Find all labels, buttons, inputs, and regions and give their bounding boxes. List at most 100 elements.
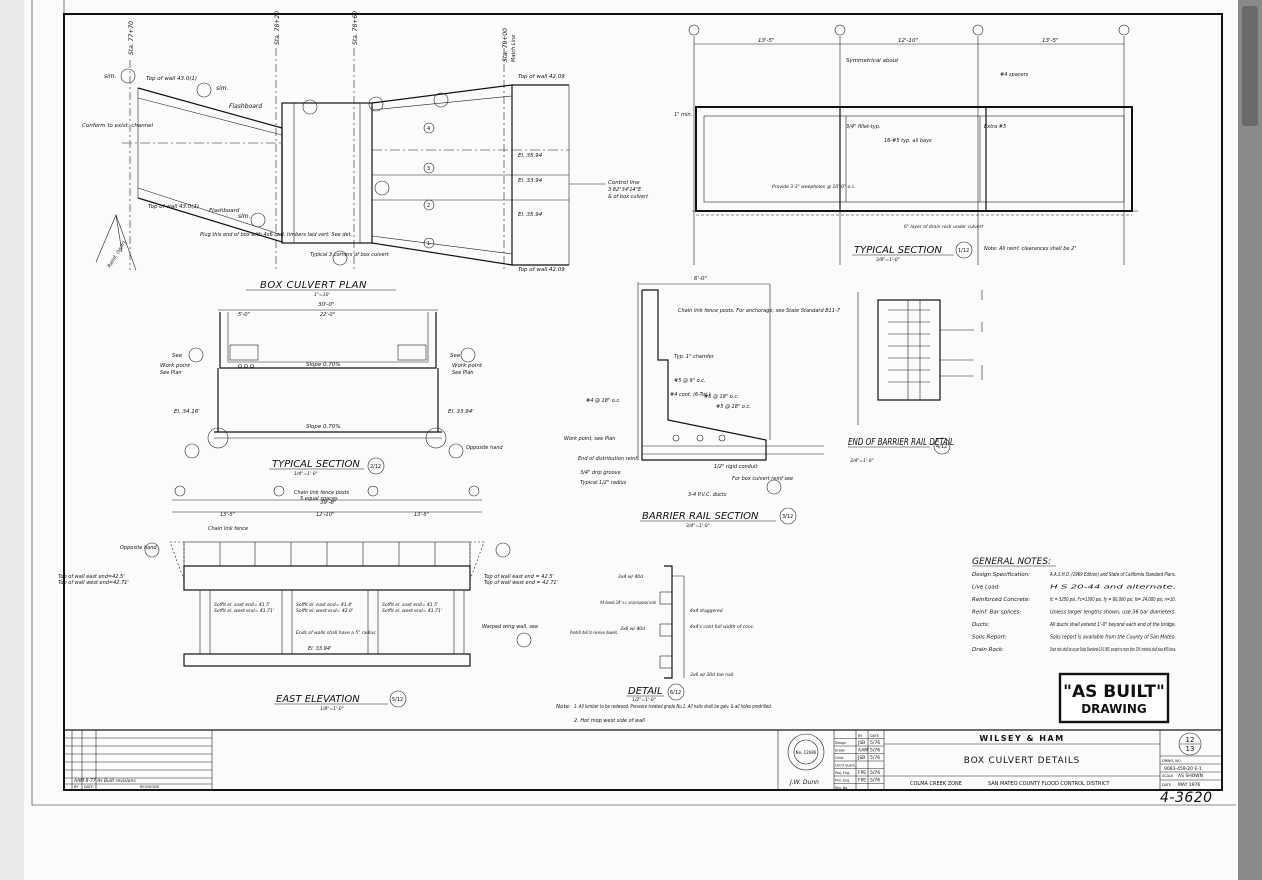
engineering-drawing: Sta. 77+70 Sta. 78+20 Sta. 78+60 Sta. 79… [31, 0, 1236, 806]
zone-label: COLMA CREEK ZONE [910, 781, 962, 787]
see-plan-right-label: See Plan [452, 370, 474, 376]
barrier-rail-scale: 3/4"=1'-0" [686, 523, 710, 529]
sim-label-top: sim. [104, 73, 117, 80]
general-note-label: Live Load: [972, 585, 1000, 591]
drip-groove-label: 3/4" drip groove [580, 470, 621, 476]
general-notes-title: GENERAL NOTES: [972, 557, 1051, 567]
date-header: DATE [870, 734, 879, 738]
barrier-rail-callout [779, 507, 797, 525]
slope-bottom-label: Slope 0.70% [306, 424, 340, 430]
top-wall-west-left-label: Top of wall west end=42.71' [58, 580, 129, 586]
symmetrical-about-label: Symmetrical about [846, 58, 899, 64]
by-header: BY [858, 734, 863, 738]
typical-section-left-main-dim: 22'-0" [320, 312, 335, 318]
east-elevation-overall-dim: 39'-8" [320, 500, 337, 506]
station-label-4: Sta. 79+00 [502, 28, 509, 62]
elevation-left-label: El. 34.16' [174, 409, 200, 415]
seal-number: No. 12686 [796, 750, 817, 755]
box-culvert-plan-scale: 1"=10' [314, 292, 330, 298]
general-notes-block: GENERAL NOTES: Design Specification:A.A.… [972, 557, 1176, 653]
opposite-hand-label-east: Opposite hand [120, 545, 157, 551]
elevation-label-2: El. 33.94 [518, 178, 543, 184]
sim-label-top2: sim. [216, 85, 229, 92]
revision-entry: AAM 8-77 As Built revisions [73, 778, 136, 784]
opposite-hand-label: Opposite hand [466, 445, 503, 451]
general-note-label: Ducts: [972, 622, 990, 628]
warped-wing-wall-note: Warped wing wall, see [482, 624, 538, 630]
revision-header: REVISIONS [140, 785, 160, 789]
min-clear-label: 1" min. [674, 112, 692, 118]
role-label: Chkd. [835, 756, 844, 760]
east-elevation-view: 39'-8" 13'-5" 12'-10" 13'-5" Chain link … [58, 485, 558, 712]
role-by: JSB [857, 755, 865, 761]
role-date: 5/76 [870, 778, 880, 784]
file-number: 4-3620 [1160, 790, 1213, 806]
detail-note-1: 1. All lumber to be redwood. Pressure tr… [574, 704, 772, 710]
role-label: Chk'd Quant. [835, 764, 856, 768]
sheet-total: 13 [1186, 745, 1195, 753]
soffit-1-east: Soffit el. east end= 41.5' [214, 602, 270, 608]
end-barrier-rail-view: END OF BARRIER RAIL DETAIL 4/12 3/4"=1'-… [848, 290, 983, 464]
scrollbar-thumb[interactable] [1242, 6, 1258, 126]
ends-of-walls-note: Ends of walls shall have a 5" radius [296, 630, 376, 636]
scale-value: AS SHOWN [1178, 773, 1203, 779]
sim-label-bottom: sim. [238, 213, 251, 220]
elevation-right-label: El. 33.94' [448, 409, 474, 415]
role-by: FPE [858, 770, 866, 776]
weepholes-label: Provide 3-3" weepholes @ 10'-0" o.c. [772, 184, 856, 190]
role-by: JSB [857, 740, 865, 746]
top-of-wall-right-label: Top of wall 42.09 [518, 74, 565, 80]
reinf-note: Reinf. (to/fr) [107, 240, 128, 269]
plan-callout-4: 4 [427, 126, 430, 132]
typical-section-left-sheet-ref: 2/12 [370, 464, 381, 470]
typ-all-bays-label: 16-#5 typ. all bays [884, 138, 932, 144]
fillet-label: 3/4" fillet-typ. [846, 124, 880, 130]
chain-link-fence-label: Chain link fence [208, 526, 248, 532]
barrier-rail-section-view: 6'-0" Chain link fence posts. For anchor… [564, 276, 841, 529]
east-elevation-dim-b: 12'-10" [316, 512, 334, 518]
barrier-rail-width-dim: 6'-0" [694, 276, 707, 282]
general-note-text: fc = 3250 psi, f'c=1300 psi, fy = 60,000… [1050, 597, 1176, 603]
detail-callout-top [120, 68, 136, 84]
top-wall-east-left-label: Top of wall east end=42.5' [58, 574, 125, 580]
role-label: Design [835, 741, 846, 745]
chamfer-label: Typ. 1" chamfer [674, 354, 715, 360]
general-note-label: Drain Rock: [972, 647, 1004, 653]
end-barrier-rail-callout [933, 437, 951, 455]
date-value: MAY 1976 [1178, 782, 1200, 788]
east-elevation-callout [389, 690, 407, 708]
box-culvert-reinf-label: For box culvert reinf see [732, 476, 793, 482]
station-label-1: Sta. 77+70 [128, 21, 135, 55]
rigid-conduit-label: 1/2" rigid conduit [714, 464, 758, 470]
work-point-barrier-label: Work point, see Plan [564, 436, 615, 442]
detail-6-scale: 1/2"=1'-0" [632, 697, 656, 703]
detail-label-g: 3x6 w/ 30d toe nail [690, 672, 734, 678]
typical-section-right-sheet-ref: 1/12 [958, 248, 969, 254]
engineer-seal [787, 733, 825, 771]
firm-name: WILSEY & HAM [979, 734, 1064, 743]
east-elevation-title: EAST ELEVATION [276, 694, 360, 705]
flashboard-label-top: Flashboard [229, 103, 262, 110]
section-right-dim-a: 13'-5" [758, 38, 775, 44]
flashboard-label-bottom: Flashboard [209, 208, 240, 214]
bar-4-cont-label: #4 cont. (6-Tot.) [670, 392, 711, 398]
section-right-dim-c: 13'-5" [1042, 38, 1059, 44]
end-distribution-label: End of distribution reinf. [578, 456, 639, 462]
vertical-scrollbar[interactable] [1238, 0, 1262, 880]
chain-link-posts-label: Chain link fence posts [294, 490, 350, 496]
role-by: FPE [858, 778, 866, 784]
general-note-text: Drain rock shall be as per State Standar… [1050, 647, 1176, 653]
detail-label-f: 4x4's cont full width of conc. [690, 624, 755, 630]
end-barrier-rail-scale: 3/4"=1'-0" [850, 458, 874, 464]
drawing-no: 9083-459-20 E-1 [1164, 766, 1202, 772]
spacers-label: #4 spacers [1000, 72, 1029, 78]
bar-4-18-label: #4 @ 18" o.c. [586, 398, 621, 404]
role-label: Proj. Eng. [835, 771, 850, 775]
scale-label: SCALE [1162, 774, 1173, 778]
station-label-3: Sta. 78+60 [352, 11, 359, 45]
east-elevation-scale: 1/8"=1'-0" [320, 706, 344, 712]
typical-section-left-title: TYPICAL SECTION [272, 459, 360, 470]
general-note-label: Reinforced Concrete: [972, 597, 1030, 603]
role-label: Rev. No. [835, 786, 848, 790]
general-note-text: H S 20-44 and alternate. [1050, 585, 1176, 591]
